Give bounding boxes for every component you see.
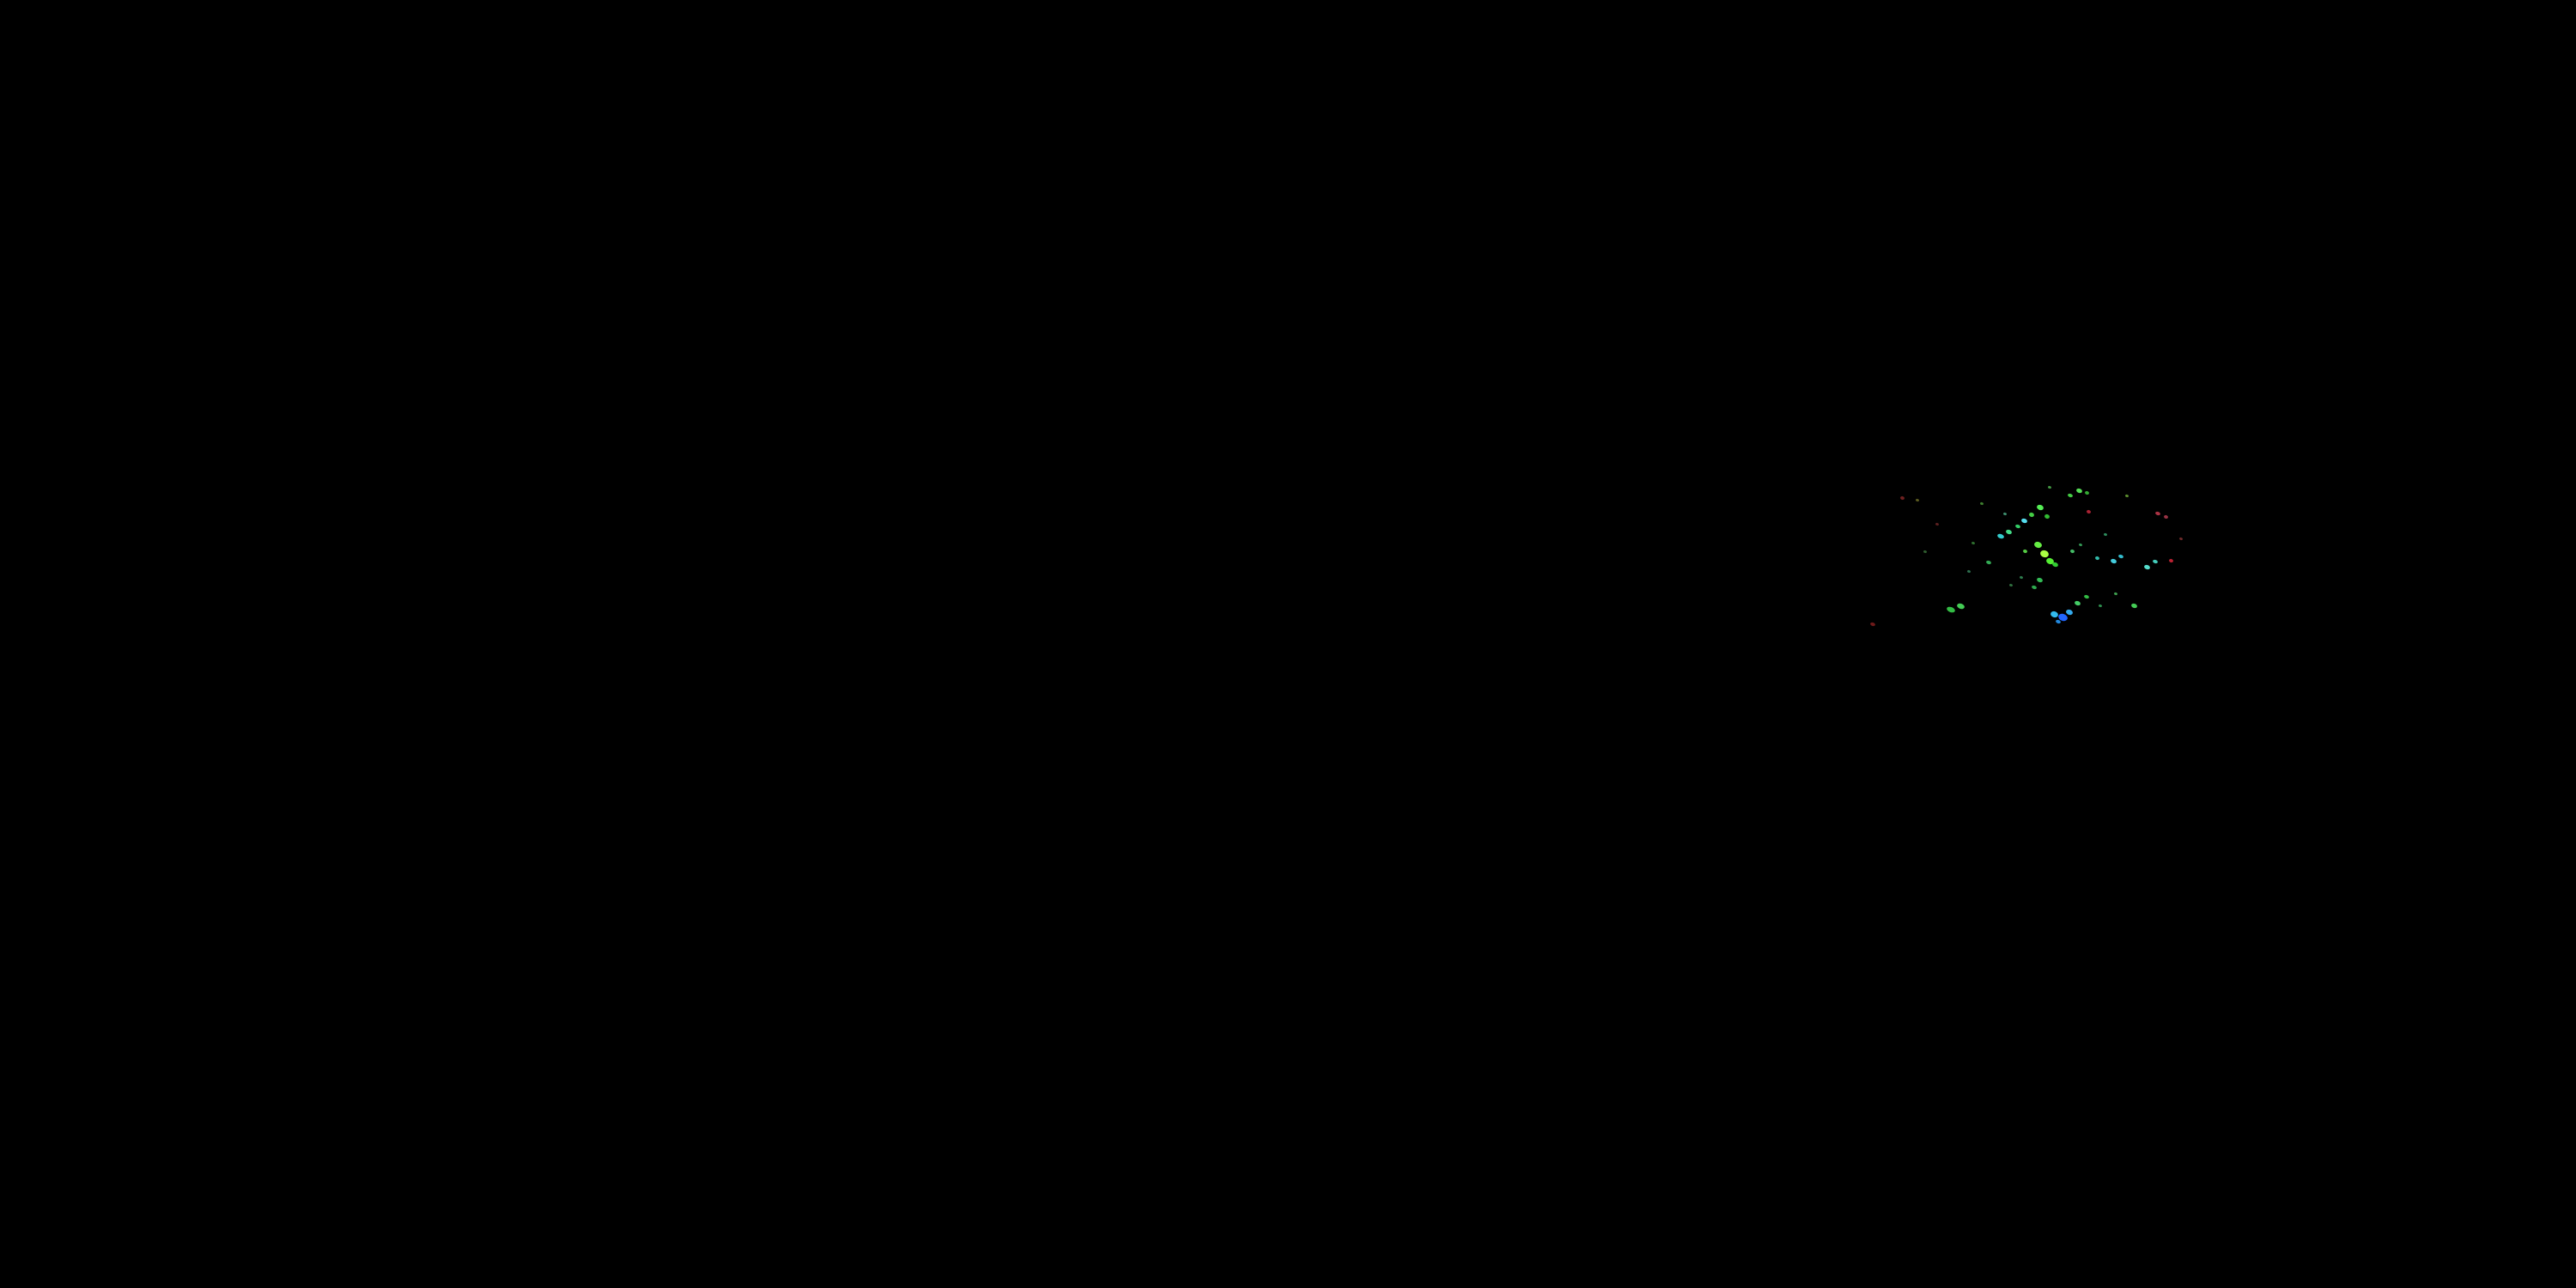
speckle	[2152, 559, 2159, 564]
speckle	[2094, 556, 2100, 561]
speckle	[1996, 532, 2005, 540]
speckle	[2022, 549, 2028, 554]
speckle	[2067, 493, 2074, 498]
speckle	[1899, 495, 1905, 501]
speckle	[2098, 604, 2103, 608]
speckle	[2124, 494, 2129, 498]
speckle	[2019, 575, 2024, 580]
speckle	[2069, 549, 2075, 554]
speckle	[2143, 563, 2151, 571]
speckle	[2178, 537, 2184, 541]
speckle	[1869, 622, 1876, 627]
speckle	[2031, 585, 2038, 590]
speckle	[2130, 602, 2138, 610]
speckle	[2028, 512, 2035, 518]
speckle	[2047, 485, 2052, 489]
speckle	[1979, 501, 1984, 506]
speckle	[2075, 487, 2083, 495]
speckle	[2020, 517, 2028, 525]
speckle	[2051, 561, 2059, 568]
speckle	[1985, 560, 1992, 565]
speckle	[2117, 554, 2124, 559]
speckle	[1946, 605, 1956, 614]
speckle	[2074, 599, 2081, 607]
speckle	[2036, 576, 2044, 584]
speckle	[2033, 540, 2043, 550]
speckle	[2113, 592, 2118, 596]
speckle	[2086, 509, 2092, 514]
speckle	[2078, 543, 2083, 547]
speckle	[2036, 503, 2044, 512]
speckle	[1971, 541, 1976, 545]
speckle	[2110, 557, 2117, 565]
speckle	[2002, 512, 2008, 516]
speckle	[2008, 583, 2014, 587]
speckle	[2044, 513, 2050, 519]
speckle	[1935, 522, 1940, 526]
speckle	[1915, 498, 1920, 502]
speckle	[2084, 490, 2090, 495]
speckle	[2083, 594, 2090, 599]
speckle	[2103, 532, 2108, 537]
speckle	[1923, 550, 1928, 554]
speckle	[2168, 558, 2174, 563]
speckle	[1966, 569, 1971, 574]
speckle	[1956, 602, 1965, 611]
speckle	[2163, 514, 2169, 519]
speckle	[2154, 511, 2161, 516]
speckle	[2014, 524, 2021, 529]
speckle	[2005, 528, 2013, 536]
